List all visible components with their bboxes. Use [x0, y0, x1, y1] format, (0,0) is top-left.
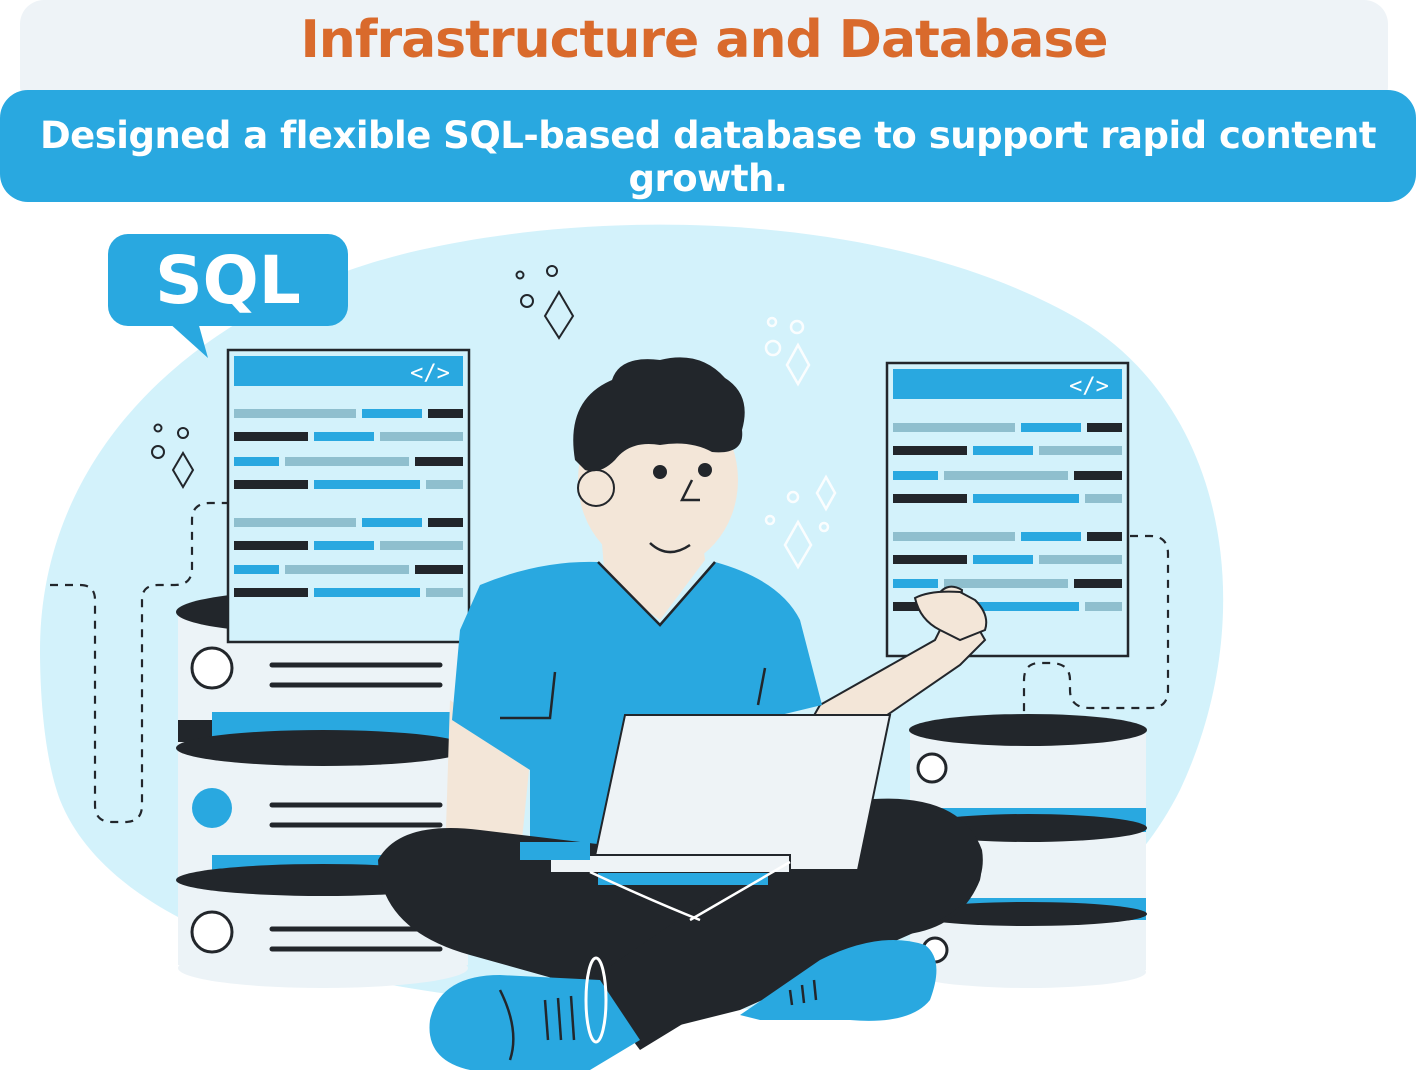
dashed-connectors	[50, 501, 1170, 824]
speech-bubble-icon: SQL	[108, 234, 348, 358]
page-title: Infrastructure and Database	[300, 10, 1108, 70]
code-icon: </>	[1069, 374, 1109, 399]
sparkle-icon	[151, 265, 575, 489]
database-server-icon	[909, 714, 1147, 988]
sparkle-icon	[764, 316, 837, 570]
code-window-left: </>	[226, 348, 471, 644]
laptop-icon	[520, 714, 892, 885]
person-figure	[378, 357, 988, 1070]
subtitle-text: Designed a flexible SQL-based database t…	[39, 114, 1377, 200]
code-icon: </>	[410, 361, 450, 386]
subtitle-banner: Designed a flexible SQL-based database t…	[0, 90, 1416, 202]
sql-label: SQL	[155, 242, 301, 319]
